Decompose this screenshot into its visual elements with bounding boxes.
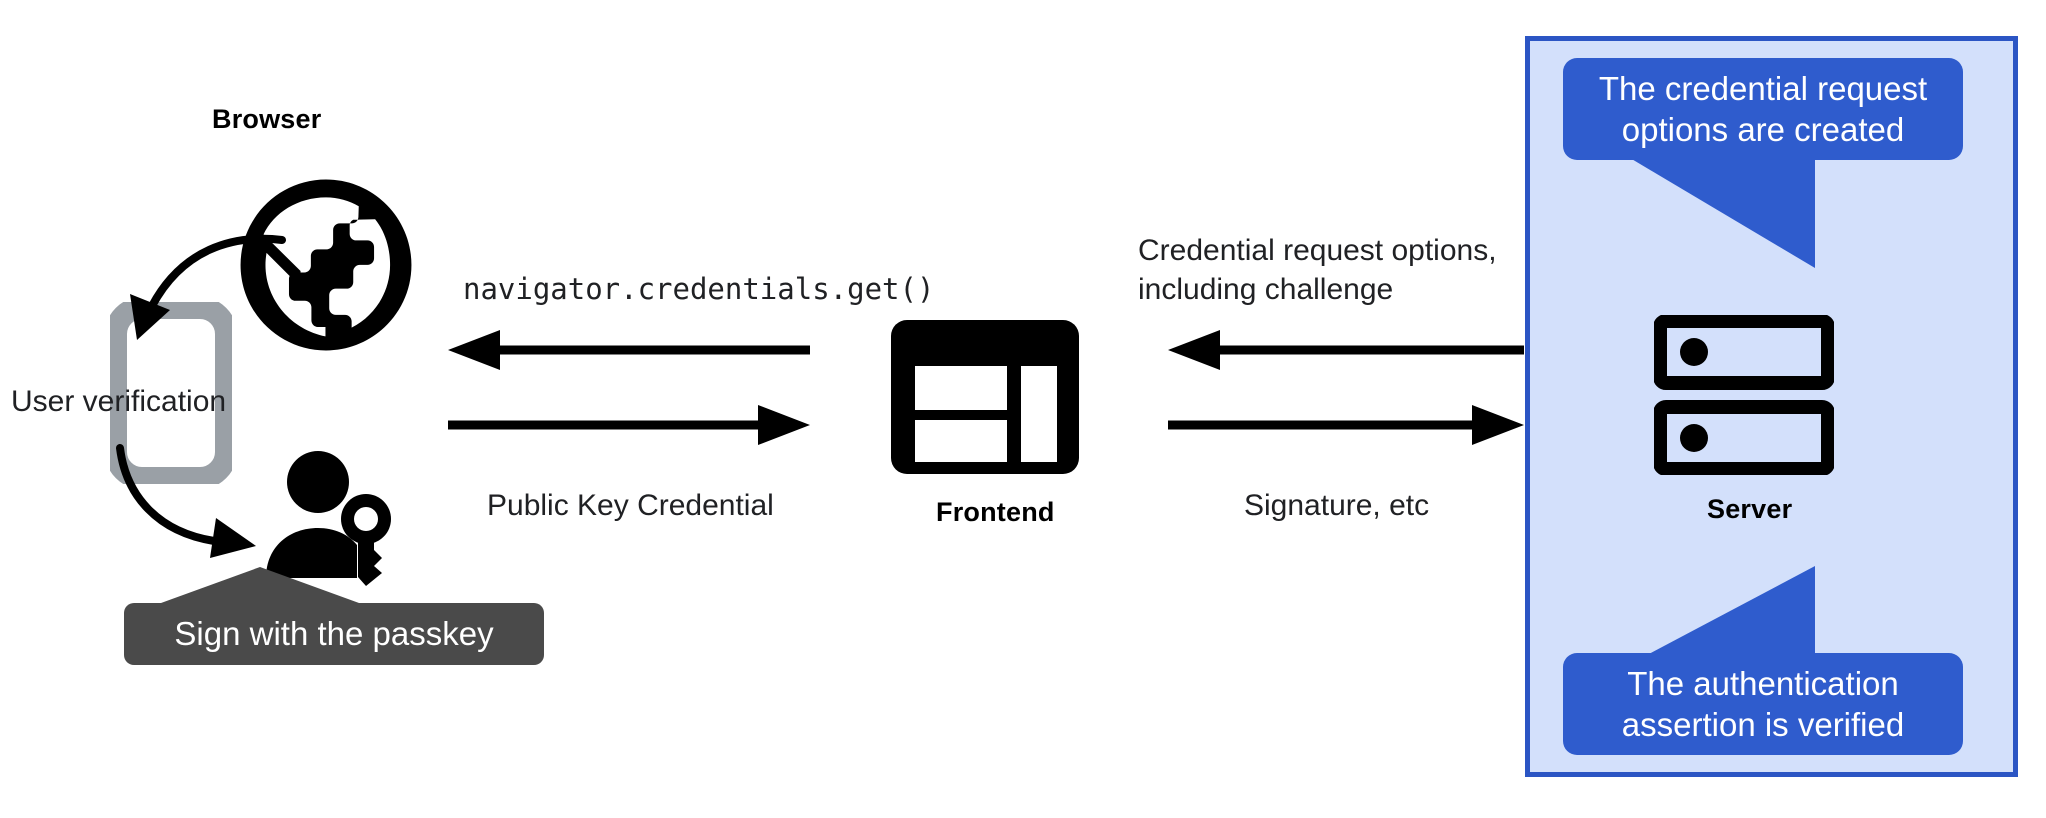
browser-to-frontend-arrow: [448, 405, 810, 445]
phone-to-user-arrow: [110, 440, 300, 560]
globe-icon: [228, 176, 424, 354]
server-callout-bottom: The authentication assertion is verified: [1563, 653, 1963, 755]
top-callout-pointer: [1630, 158, 1870, 270]
phone-icon: [105, 297, 237, 489]
passkey-tooltip-pointer: [140, 567, 400, 607]
frontend-label: Frontend: [936, 497, 1055, 527]
credential-request-options-label-line2: including challenge: [1138, 273, 1394, 306]
public-key-credential-label: Public Key Credential: [487, 489, 774, 522]
web-layout-icon: [889, 318, 1081, 476]
server-callout-bottom-line1: The authentication: [1627, 664, 1899, 702]
person-with-key-icon: [258, 446, 398, 586]
server-callout-top: The credential request options are creat…: [1563, 58, 1963, 160]
server-callout-top-line1: The credential request: [1598, 69, 1928, 107]
bottom-callout-pointer: [1630, 566, 1870, 666]
credential-request-options-label-line1: Credential request options,: [1138, 234, 1497, 267]
frontend-to-server-arrow: [1168, 405, 1524, 445]
server-callout-top-line2: options are created: [1621, 111, 1905, 148]
user-verification-label: User verification: [11, 385, 227, 418]
server-racks-icon: [1653, 314, 1835, 476]
navigator-credentials-get-label: navigator.credentials.get(): [463, 272, 935, 306]
sign-with-passkey-tooltip: Sign with the passkey: [124, 603, 544, 665]
frontend-to-browser-arrow: [448, 330, 810, 370]
server-to-frontend-arrow: [1168, 330, 1524, 370]
browser-to-phone-arrow: [92, 228, 292, 348]
browser-label: Browser: [212, 104, 322, 134]
sign-with-passkey-tooltip-text: Sign with the passkey: [174, 615, 494, 652]
signature-etc-label: Signature, etc: [1244, 489, 1430, 522]
server-callout-bottom-line2: assertion is verified: [1621, 706, 1905, 743]
server-label: Server: [1707, 494, 1793, 524]
